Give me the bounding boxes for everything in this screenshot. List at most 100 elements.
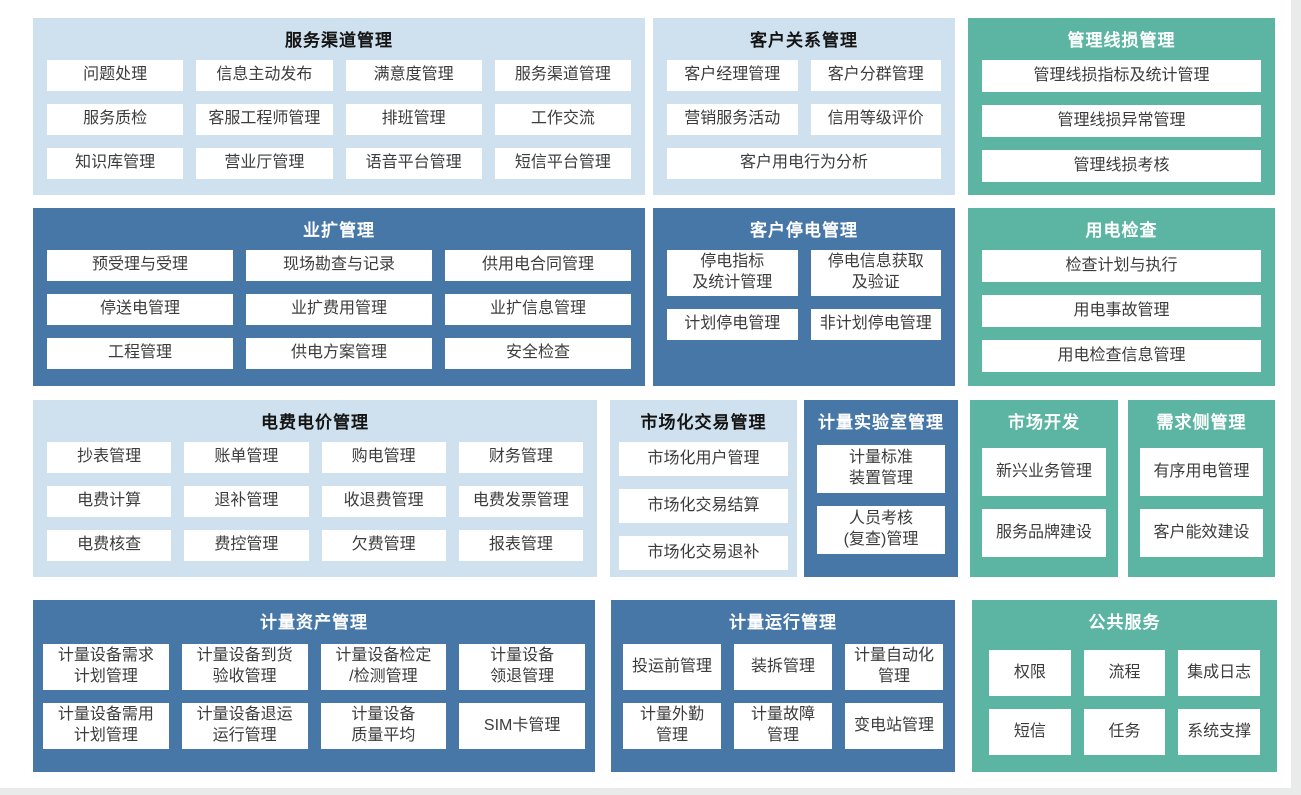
module-button[interactable]: 计量设备 质量平均 xyxy=(320,703,447,749)
module-button[interactable]: 服务渠道管理 xyxy=(494,60,631,91)
panel-title-line-loss: 管理线损管理 xyxy=(1067,30,1176,50)
module-button[interactable]: 管理线损考核 xyxy=(982,150,1261,182)
module-button[interactable]: 流程 xyxy=(1083,650,1166,696)
module-button[interactable]: 排班管理 xyxy=(345,104,482,135)
module-button[interactable]: 服务品牌建设 xyxy=(982,509,1106,557)
panel-body-customer-relation: 客户经理管理客户分群管理营销服务活动信用等级评价客户用电行为分析 xyxy=(653,58,955,195)
module-button[interactable]: 停送电管理 xyxy=(47,294,233,325)
module-button[interactable]: 市场化交易结算 xyxy=(619,489,788,523)
module-button[interactable]: 客服工程师管理 xyxy=(196,104,333,135)
module-button[interactable]: 新兴业务管理 xyxy=(982,448,1106,496)
module-button[interactable]: 计量设备检定 /检测管理 xyxy=(320,644,447,690)
module-button[interactable]: 工作交流 xyxy=(494,104,631,135)
module-button[interactable]: 投运前管理 xyxy=(623,644,721,690)
panel-body-demand-side: 有序用电管理客户能效建设 xyxy=(1128,440,1275,577)
panel-row-1: 服务渠道管理问题处理信息主动发布满意度管理服务渠道管理服务质检客服工程师管理排班… xyxy=(33,18,1275,195)
module-button[interactable]: 停电指标 及统计管理 xyxy=(667,250,798,296)
module-button[interactable]: 客户经理管理 xyxy=(667,60,798,91)
module-button[interactable]: 知识库管理 xyxy=(47,148,184,179)
module-button[interactable]: 工程管理 xyxy=(47,338,233,369)
panel-body-power-inspection: 检查计划与执行用电事故管理用电检查信息管理 xyxy=(968,248,1275,386)
panel-body-market-dev: 新兴业务管理服务品牌建设 xyxy=(970,440,1118,577)
module-button[interactable]: 信息主动发布 xyxy=(196,60,333,91)
module-button[interactable]: 非计划停电管理 xyxy=(810,308,941,340)
module-button[interactable]: 退补管理 xyxy=(184,486,309,517)
panel-title-customer-relation: 客户关系管理 xyxy=(750,30,858,50)
module-button[interactable]: 有序用电管理 xyxy=(1140,448,1263,496)
panel-row-4: 计量资产管理计量设备需求 计划管理计量设备到货 验收管理计量设备检定 /检测管理… xyxy=(33,600,1277,772)
module-button[interactable]: 计划停电管理 xyxy=(667,308,798,340)
module-button[interactable]: 客户用电行为分析 xyxy=(667,148,941,179)
module-button[interactable]: 购电管理 xyxy=(321,442,446,473)
module-button[interactable]: 语音平台管理 xyxy=(345,148,482,179)
panel-title-service-channel: 服务渠道管理 xyxy=(285,30,393,50)
module-button[interactable]: 安全检查 xyxy=(445,338,631,369)
module-button[interactable]: 计量设备到货 验收管理 xyxy=(181,644,308,690)
module-button[interactable]: 计量设备退运 运行管理 xyxy=(181,703,308,749)
panel-metering-asset: 计量资产管理计量设备需求 计划管理计量设备到货 验收管理计量设备检定 /检测管理… xyxy=(33,600,595,772)
module-button[interactable]: 营销服务活动 xyxy=(667,104,798,135)
module-button[interactable]: 信用等级评价 xyxy=(810,104,941,135)
module-button[interactable]: 变电站管理 xyxy=(845,703,943,749)
module-button[interactable]: 市场化用户管理 xyxy=(619,442,788,476)
module-button[interactable]: 任务 xyxy=(1083,709,1166,755)
module-button[interactable]: 集成日志 xyxy=(1178,650,1260,696)
panel-row-3: 电费电价管理抄表管理账单管理购电管理财务管理电费计算退补管理收退费管理电费发票管… xyxy=(33,400,1275,577)
module-button[interactable]: 市场化交易退补 xyxy=(619,536,788,570)
module-button[interactable]: 计量外勤 管理 xyxy=(623,703,721,749)
module-button[interactable]: 客户能效建设 xyxy=(1140,509,1263,557)
panel-customer-relation: 客户关系管理客户经理管理客户分群管理营销服务活动信用等级评价客户用电行为分析 xyxy=(653,18,955,195)
module-button[interactable]: SIM卡管理 xyxy=(459,703,585,749)
module-button[interactable]: 服务质检 xyxy=(47,104,184,135)
panel-title-metering-asset: 计量资产管理 xyxy=(260,612,368,632)
panel-body-customer-outage: 停电指标 及统计管理停电信息获取 及验证计划停电管理非计划停电管理 xyxy=(653,248,955,386)
module-button[interactable]: 抄表管理 xyxy=(47,442,172,473)
module-button[interactable]: 业扩费用管理 xyxy=(246,294,432,325)
module-button[interactable]: 系统支撑 xyxy=(1178,709,1260,755)
module-button[interactable]: 客户分群管理 xyxy=(810,60,941,91)
module-button[interactable]: 营业厅管理 xyxy=(196,148,333,179)
module-button[interactable]: 欠费管理 xyxy=(321,530,446,561)
module-button[interactable]: 短信 xyxy=(989,709,1071,755)
module-button[interactable]: 问题处理 xyxy=(47,60,184,91)
module-button[interactable]: 满意度管理 xyxy=(345,60,482,91)
panel-title-tariff: 电费电价管理 xyxy=(261,412,369,432)
module-button[interactable]: 人员考核 (复查)管理 xyxy=(817,506,945,554)
panel-public-service: 公共服务权限流程集成日志短信任务系统支撑 xyxy=(972,600,1277,772)
module-button[interactable]: 现场勘查与记录 xyxy=(246,250,432,281)
module-button[interactable]: 业扩信息管理 xyxy=(445,294,631,325)
module-button[interactable]: 停电信息获取 及验证 xyxy=(810,250,941,296)
panel-title-demand-side: 需求侧管理 xyxy=(1156,412,1247,432)
module-button[interactable]: 电费发票管理 xyxy=(458,486,583,517)
module-button[interactable]: 报表管理 xyxy=(458,530,583,561)
module-button[interactable]: 装拆管理 xyxy=(734,644,832,690)
panel-body-service-channel: 问题处理信息主动发布满意度管理服务渠道管理服务质检客服工程师管理排班管理工作交流… xyxy=(33,58,645,195)
module-button[interactable]: 供电方案管理 xyxy=(246,338,432,369)
module-button[interactable]: 计量自动化 管理 xyxy=(845,644,943,690)
module-button[interactable]: 费控管理 xyxy=(184,530,309,561)
module-button[interactable]: 计量设备需求 计划管理 xyxy=(43,644,169,690)
module-button[interactable]: 收退费管理 xyxy=(321,486,446,517)
module-button[interactable]: 计量故障 管理 xyxy=(734,703,832,749)
module-button[interactable]: 权限 xyxy=(989,650,1071,696)
module-button[interactable]: 供用电合同管理 xyxy=(445,250,631,281)
module-button[interactable]: 短信平台管理 xyxy=(494,148,631,179)
panel-body-business-expansion: 预受理与受理现场勘查与记录供用电合同管理停送电管理业扩费用管理业扩信息管理工程管… xyxy=(33,248,645,386)
module-button[interactable]: 用电事故管理 xyxy=(982,295,1261,327)
module-button[interactable]: 管理线损指标及统计管理 xyxy=(982,60,1261,92)
module-button[interactable]: 账单管理 xyxy=(184,442,309,473)
module-button[interactable]: 计量标准 装置管理 xyxy=(817,445,945,493)
panel-row-2: 业扩管理预受理与受理现场勘查与记录供用电合同管理停送电管理业扩费用管理业扩信息管… xyxy=(33,208,1275,386)
module-button[interactable]: 预受理与受理 xyxy=(47,250,233,281)
module-button[interactable]: 电费核查 xyxy=(47,530,172,561)
module-button[interactable]: 用电检查信息管理 xyxy=(982,340,1261,372)
panel-customer-outage: 客户停电管理停电指标 及统计管理停电信息获取 及验证计划停电管理非计划停电管理 xyxy=(653,208,955,386)
module-button[interactable]: 管理线损异常管理 xyxy=(982,105,1261,137)
panel-demand-side: 需求侧管理有序用电管理客户能效建设 xyxy=(1128,400,1275,577)
module-button[interactable]: 检查计划与执行 xyxy=(982,250,1261,282)
module-button[interactable]: 电费计算 xyxy=(47,486,172,517)
module-button[interactable]: 财务管理 xyxy=(458,442,583,473)
panel-title-public-service: 公共服务 xyxy=(1088,612,1161,632)
module-button[interactable]: 计量设备需用 计划管理 xyxy=(43,703,169,749)
module-button[interactable]: 计量设备 领退管理 xyxy=(459,644,585,690)
